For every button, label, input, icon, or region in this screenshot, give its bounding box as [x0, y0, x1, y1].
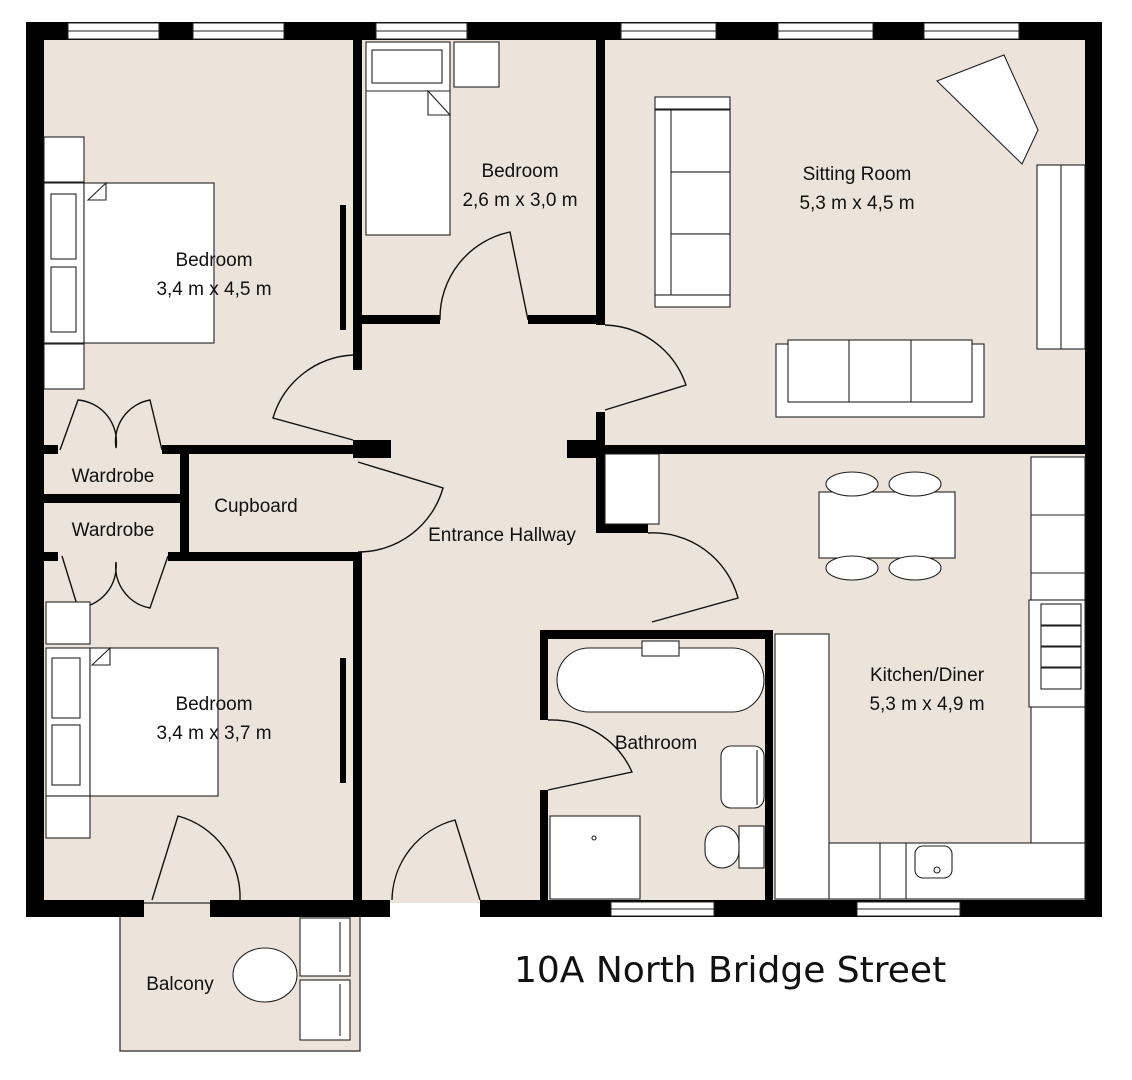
- room-label-entrance-hallway: Entrance Hallway: [428, 525, 576, 547]
- room-label-bedroom-3: Bedroom 3,4 m x 3,7 m: [156, 694, 271, 745]
- interior-walls: [44, 40, 1085, 902]
- room-label-bedroom-1: Bedroom 3,4 m x 4,5 m: [156, 250, 271, 301]
- room-name: Bedroom: [175, 694, 253, 715]
- room-name: Wardrobe: [71, 520, 155, 541]
- room-label-cupboard: Cupboard: [214, 496, 297, 518]
- room-name: Balcony: [146, 974, 214, 995]
- room-label-bathroom: Bathroom: [615, 733, 697, 755]
- room-name: Bathroom: [614, 733, 698, 754]
- room-label-wardrobe-1: Wardrobe: [72, 466, 155, 488]
- doors: [59, 231, 739, 901]
- room-label-bedroom-2: Bedroom 2,6 m x 3,0 m: [462, 161, 577, 212]
- room-dimensions: 5,3 m x 4,5 m: [799, 193, 915, 214]
- room-name: Bedroom: [481, 161, 559, 182]
- room-dimensions: 3,4 m x 3,7 m: [156, 723, 272, 744]
- room-name: Kitchen/Diner: [869, 665, 985, 686]
- room-name: Sitting Room: [802, 164, 912, 185]
- room-label-kitchen-diner: Kitchen/Diner 5,3 m x 4,9 m: [869, 665, 984, 716]
- windows: [67, 22, 1020, 917]
- room-label-wardrobe-2: Wardrobe: [72, 520, 155, 542]
- room-dimensions: 3,4 m x 4,5 m: [156, 279, 272, 300]
- room-name: Bedroom: [175, 250, 253, 271]
- room-name: Entrance Hallway: [428, 525, 576, 546]
- room-dimensions: 2,6 m x 3,0 m: [462, 190, 578, 211]
- room-dimensions: 5,3 m x 4,9 m: [869, 694, 985, 715]
- room-name: Wardrobe: [71, 466, 155, 487]
- room-label-sitting-room: Sitting Room 5,3 m x 4,5 m: [799, 164, 914, 215]
- property-address: 10A North Bridge Street: [514, 950, 947, 991]
- room-name: Cupboard: [214, 496, 298, 517]
- furniture: [43, 41, 1086, 1041]
- room-label-balcony: Balcony: [146, 974, 214, 996]
